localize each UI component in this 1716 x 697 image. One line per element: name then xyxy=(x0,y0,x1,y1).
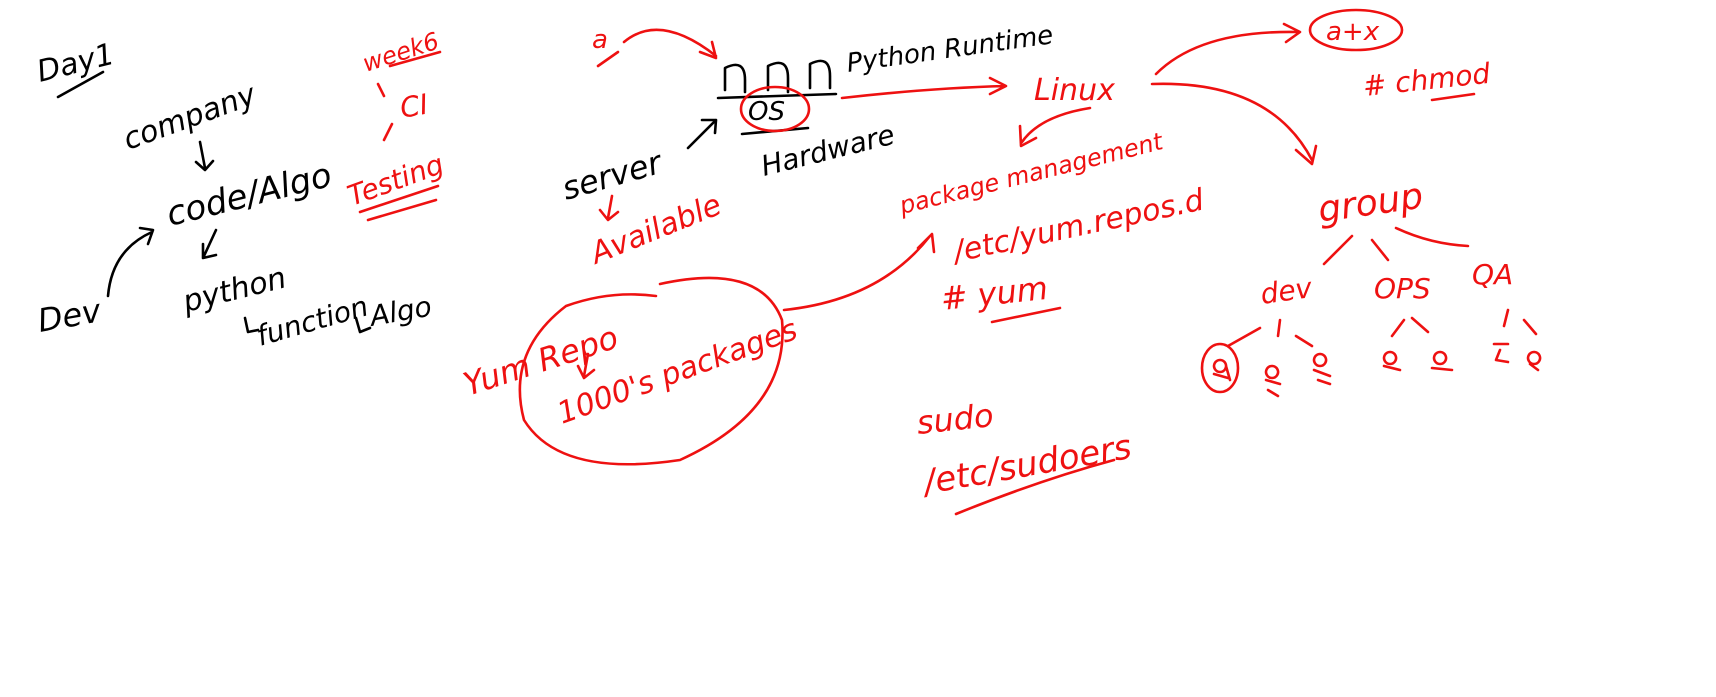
testing-label: Testing xyxy=(343,147,448,212)
user-a-underline xyxy=(596,50,620,68)
dev-member-1-icon xyxy=(1212,358,1232,382)
code-algo-label: code/Algo xyxy=(163,155,336,235)
ci-tick xyxy=(382,122,394,142)
dev-curved-arrow xyxy=(106,226,155,298)
python-label: python xyxy=(178,260,289,320)
dev-member-2-icon xyxy=(1264,364,1282,398)
code-to-python-arrow xyxy=(201,228,218,260)
ops-member-1-icon xyxy=(1382,350,1402,372)
week6-label: week6 xyxy=(359,27,442,78)
chmod-underline xyxy=(1430,92,1476,102)
company-to-code-arrow xyxy=(194,140,215,172)
python-branch-arrow xyxy=(243,316,260,334)
packages-to-repos-arrow xyxy=(782,232,936,312)
a-plus-x-circle xyxy=(1308,8,1404,52)
dev-member-circle xyxy=(1200,342,1240,394)
dev-label: Dev xyxy=(35,291,105,340)
user-to-runtime-arrow xyxy=(622,28,718,60)
runtime-box-1 xyxy=(723,63,747,94)
qa-member-lines xyxy=(1502,308,1538,336)
group-label: group xyxy=(1316,176,1426,231)
qa-member-1-icon xyxy=(1492,342,1510,364)
dev-member-3-icon xyxy=(1312,352,1332,386)
qa-member-2-icon xyxy=(1526,350,1542,372)
runtime-box-2 xyxy=(766,61,790,94)
repo-arrow xyxy=(576,352,596,380)
ops-member-lines xyxy=(1390,316,1430,338)
algo-label: Algo xyxy=(366,290,435,334)
os-label: OS xyxy=(748,97,785,127)
sudoers-underline xyxy=(954,458,1116,516)
linux-label: Linux xyxy=(1034,73,1115,108)
os-to-linux-arrow xyxy=(840,76,1008,100)
python-runtime-label: Python Runtime xyxy=(845,20,1055,79)
hardware-label: Hardware xyxy=(758,118,898,183)
testing-underline-2 xyxy=(366,198,438,222)
black-notes: Day1 company code/Algo python function A… xyxy=(33,20,1055,352)
ops-group-label: OPS xyxy=(1374,272,1431,305)
group-to-ops-line xyxy=(1370,238,1390,262)
ops-member-2-icon xyxy=(1430,350,1454,372)
runtime-box-3 xyxy=(808,59,832,90)
ci-label: CI xyxy=(397,88,430,125)
available-arrow xyxy=(598,194,620,222)
dev-group-label: dev xyxy=(1258,271,1314,311)
qa-group-label: QA xyxy=(1472,258,1513,291)
linux-to-package-arrow xyxy=(1018,106,1092,148)
group-to-dev-line xyxy=(1322,234,1354,266)
sudo-label: sudo xyxy=(915,396,995,442)
user-a-label: a xyxy=(592,25,608,55)
week6-tick xyxy=(376,82,386,98)
day-label: Day1 xyxy=(33,37,117,90)
os-circle xyxy=(739,85,811,133)
yum-command: # yum xyxy=(939,269,1050,318)
runtime-baseline xyxy=(716,92,838,100)
a-plus-x-label: a+x xyxy=(1326,17,1380,47)
yum-underline xyxy=(990,306,1062,324)
linux-to-chmod-arrow xyxy=(1154,22,1302,76)
available-label: Available xyxy=(584,187,727,272)
week6-underline xyxy=(388,50,442,68)
algo-branch-arrow xyxy=(354,316,372,334)
testing-underline-1 xyxy=(358,184,440,214)
company-label: company xyxy=(119,77,262,158)
linux-to-group-arrow xyxy=(1150,82,1318,166)
chmod-command: # chmod xyxy=(1361,57,1492,103)
packages-circle xyxy=(518,276,784,466)
red-notes: week6 CI Testing a Available Linux packa… xyxy=(343,8,1542,516)
group-to-qa-line xyxy=(1394,226,1470,248)
server-arrow xyxy=(686,118,718,150)
dev-member-lines xyxy=(1226,318,1314,348)
day-underline xyxy=(56,70,105,99)
